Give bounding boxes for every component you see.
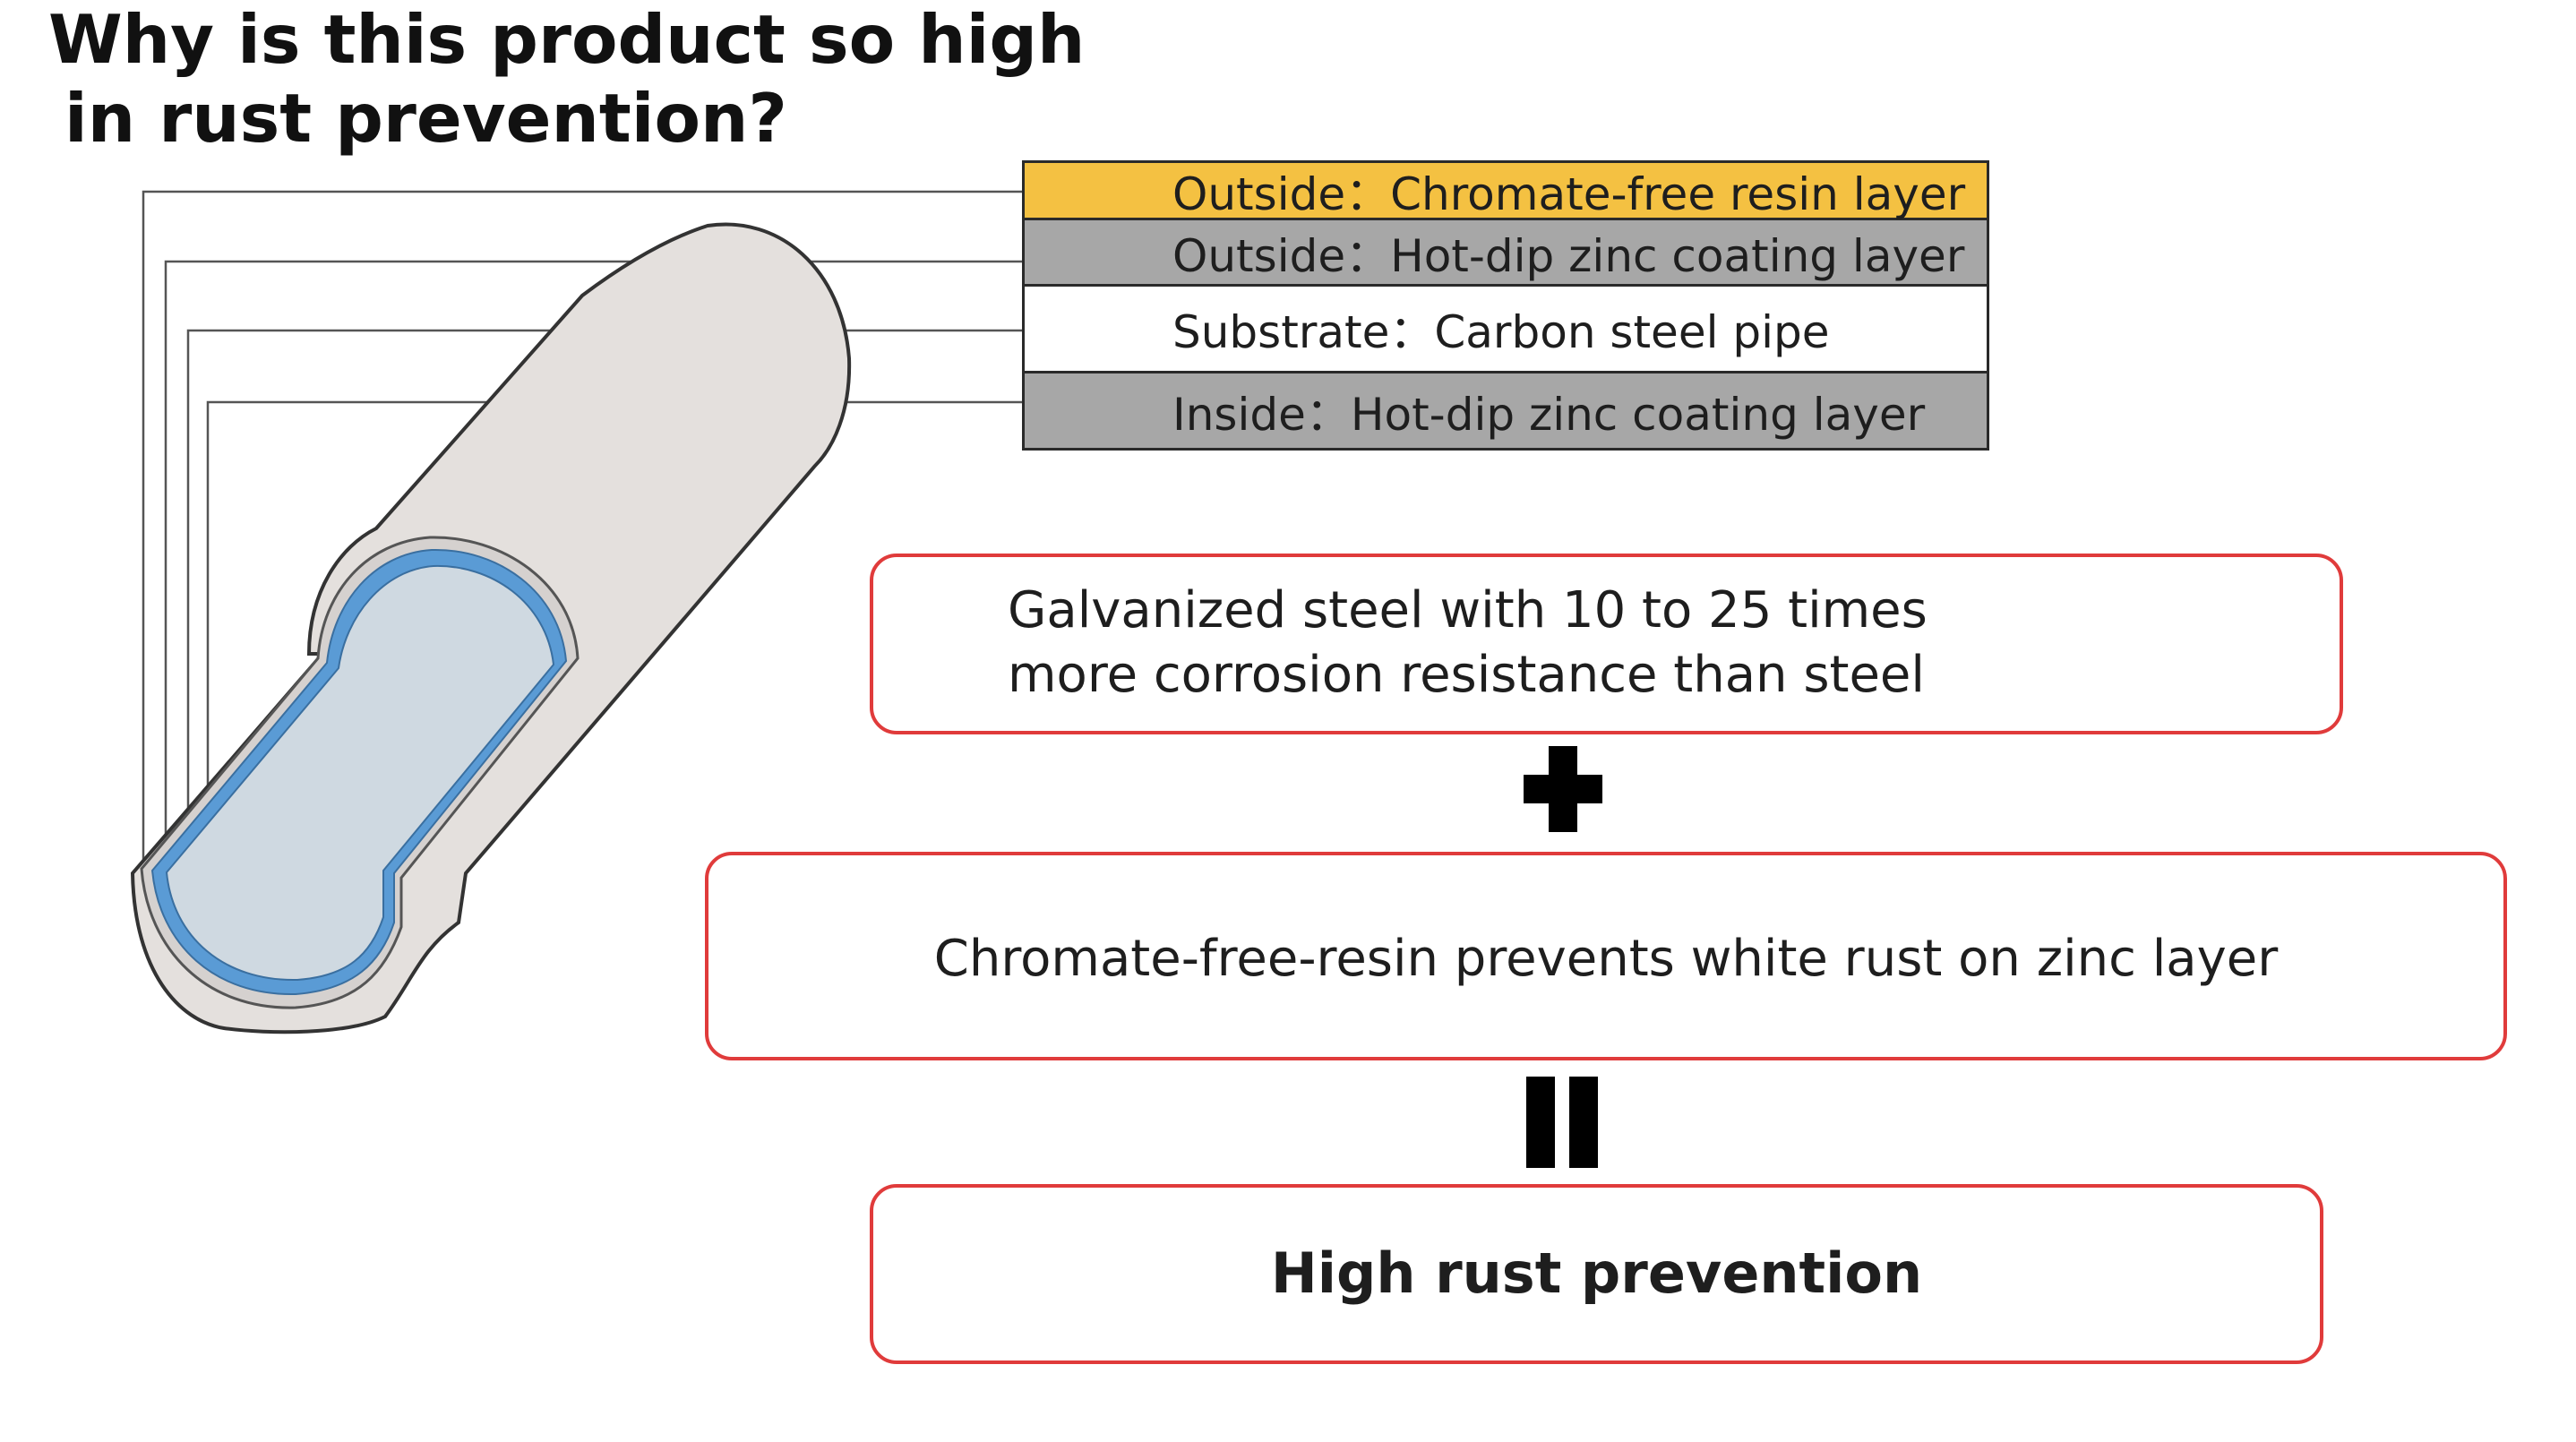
- layer-label-outer-zinc: Outside：Hot-dip zinc coating layer: [1172, 229, 1965, 282]
- equals-icon: [1526, 1077, 1598, 1168]
- result-text: High rust prevention: [1270, 1240, 1923, 1306]
- result-box: High rust prevention: [870, 1184, 2323, 1364]
- layer-row-substrate: Substrate：Carbon steel pipe: [1025, 287, 1987, 373]
- layer-label-substrate: Substrate：Carbon steel pipe: [1172, 306, 1830, 358]
- layer-row-outer-zinc: Outside：Hot-dip zinc coating layer: [1025, 220, 1987, 287]
- pipe-bore: [165, 564, 555, 982]
- pipe-drawing: [130, 222, 852, 1034]
- chromate-resin-text: Chromate-free-resin prevents white rust …: [933, 930, 2279, 988]
- layer-legend-table: Outside：Chromate-free resin layer Outsid…: [1022, 160, 1989, 451]
- plus-icon: [1524, 746, 1602, 832]
- layer-label-inner-zinc: Inside：Hot-dip zinc coating layer: [1172, 388, 1926, 441]
- galvanized-steel-box: Galvanized steel with 10 to 25 times mor…: [870, 554, 2343, 734]
- title-line-2: in rust prevention?: [64, 79, 787, 158]
- layer-label-resin: Outside：Chromate-free resin layer: [1172, 167, 1966, 220]
- layer-row-resin: Outside：Chromate-free resin layer: [1025, 163, 1987, 220]
- layer-row-inner-zinc: Inside：Hot-dip zinc coating layer: [1025, 373, 1987, 448]
- chromate-resin-box: Chromate-free-resin prevents white rust …: [705, 852, 2507, 1060]
- galvanized-steel-text: Galvanized steel with 10 to 25 times mor…: [1008, 581, 1928, 704]
- leader-line-resin: [142, 190, 1146, 880]
- leader-line-outer-zinc: [164, 260, 1142, 871]
